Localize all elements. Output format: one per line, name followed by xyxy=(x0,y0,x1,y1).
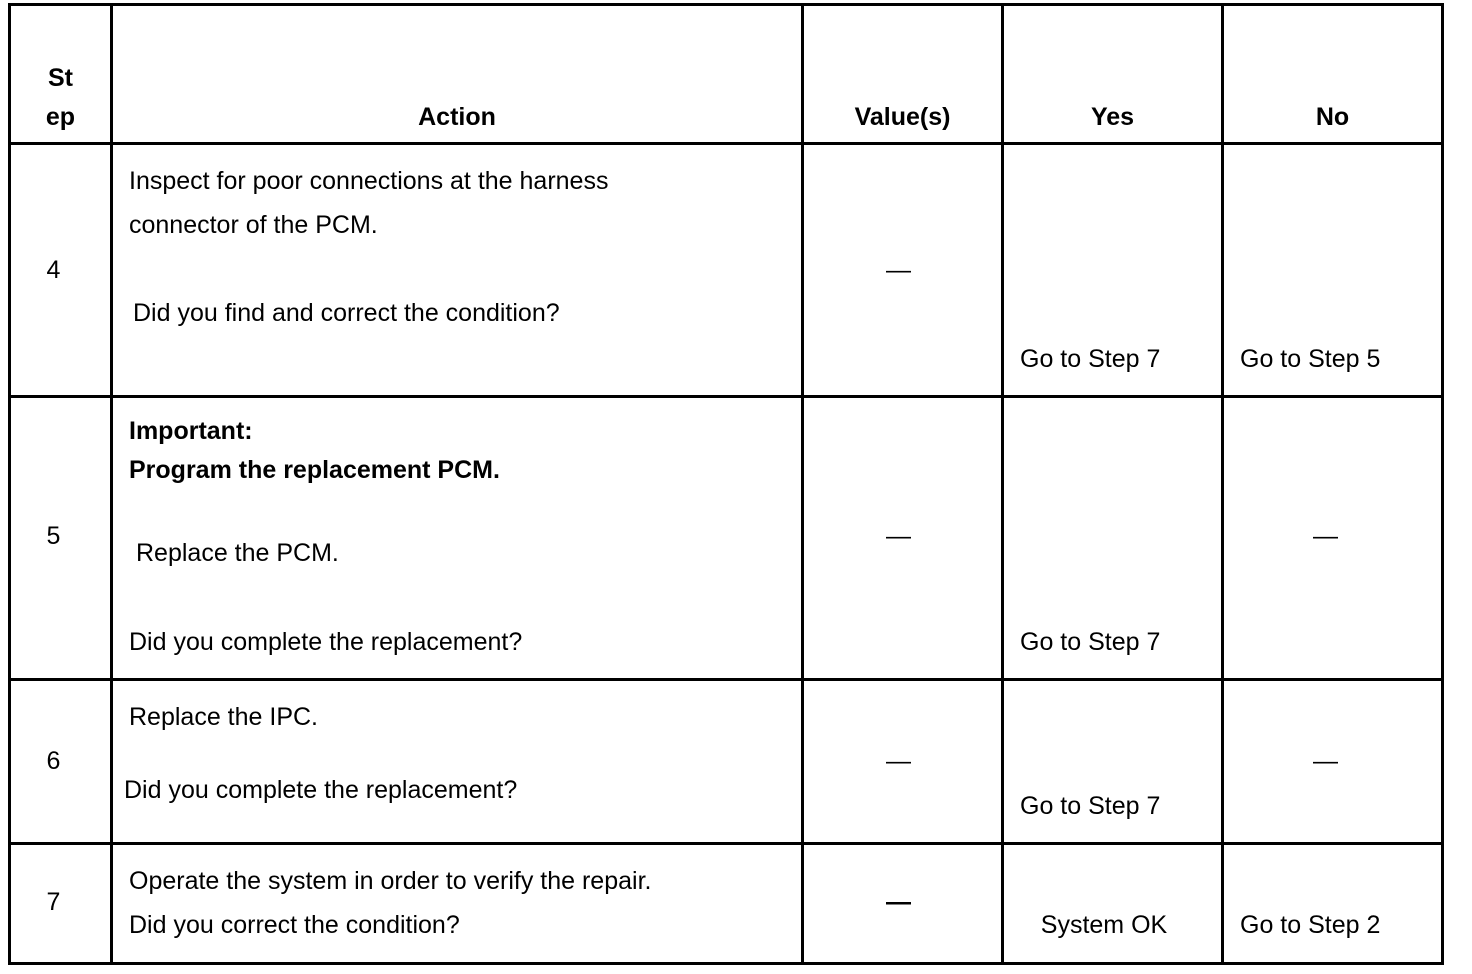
action-question: Did you complete the replacement? xyxy=(124,776,518,804)
value-cell: — xyxy=(886,522,911,550)
no-cell: Go to Step 5 xyxy=(1240,345,1381,373)
header-divider xyxy=(8,142,1444,145)
value-cell: — xyxy=(886,747,911,775)
action-text: Replace the PCM. xyxy=(136,539,339,567)
yes-cell: System OK xyxy=(1040,911,1168,939)
column-divider xyxy=(110,3,113,965)
yes-cell: Go to Step 7 xyxy=(1020,628,1161,656)
action-text: Operate the system in order to verify th… xyxy=(129,867,652,895)
no-cell: — xyxy=(1313,522,1338,550)
value-cell: — xyxy=(886,888,911,916)
yes-cell: Go to Step 7 xyxy=(1020,792,1161,820)
column-divider xyxy=(801,3,804,965)
table-border-right xyxy=(1441,3,1444,965)
no-cell: Go to Step 2 xyxy=(1240,911,1381,939)
step-number: 7 xyxy=(46,888,61,916)
row-divider xyxy=(8,395,1444,398)
header-step-line1: St xyxy=(48,64,73,92)
header-action: Action xyxy=(418,103,496,131)
action-text: connector of the PCM. xyxy=(129,211,378,239)
column-divider xyxy=(1221,3,1224,965)
table-border-bottom xyxy=(8,962,1444,965)
table-border-top xyxy=(8,3,1444,6)
action-text: Inspect for poor connections at the harn… xyxy=(129,167,609,195)
no-cell: — xyxy=(1313,747,1338,775)
action-text: Replace the IPC. xyxy=(129,703,318,731)
row-divider xyxy=(8,678,1444,681)
row-divider xyxy=(8,842,1444,845)
value-cell: — xyxy=(886,256,911,284)
header-values: Value(s) xyxy=(854,103,951,131)
yes-cell: Go to Step 7 xyxy=(1020,345,1161,373)
important-label: Important: xyxy=(129,417,253,445)
header-yes: Yes xyxy=(1090,103,1135,131)
step-number: 4 xyxy=(46,256,61,284)
action-question: Did you find and correct the condition? xyxy=(133,299,560,327)
header-no: No xyxy=(1315,103,1350,131)
action-question: Did you complete the replacement? xyxy=(129,628,523,656)
important-text: Program the replacement PCM. xyxy=(129,456,500,484)
header-step-line2: ep xyxy=(45,103,76,131)
step-number: 6 xyxy=(46,747,61,775)
column-divider xyxy=(1001,3,1004,965)
table-border-left xyxy=(8,3,11,965)
step-number: 5 xyxy=(46,522,61,550)
action-question: Did you correct the condition? xyxy=(129,911,460,939)
